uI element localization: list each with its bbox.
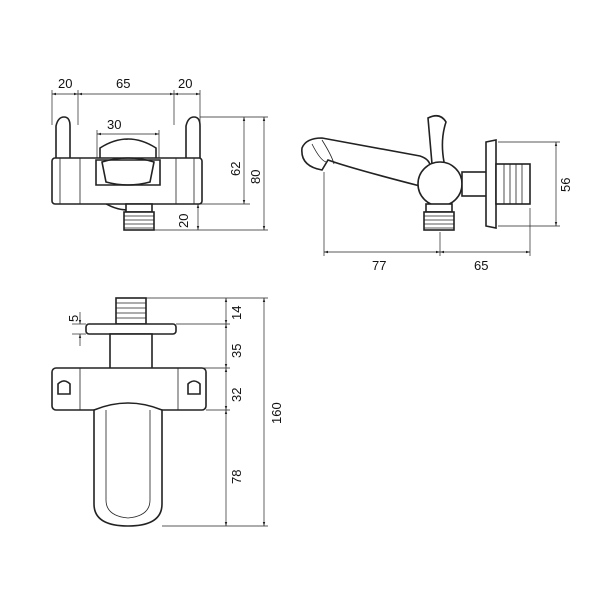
dim-total-length: 160 <box>269 402 284 424</box>
dim-center-width: 65 <box>116 76 130 91</box>
dim-spout: 78 <box>229 470 244 484</box>
right-lever <box>185 116 201 160</box>
outlet-thread <box>123 211 155 231</box>
lever-side <box>427 114 447 165</box>
spout-side <box>301 137 432 187</box>
top-spout <box>93 402 163 527</box>
dim-stem: 35 <box>229 344 244 358</box>
side-view: 77 65 56 <box>301 114 573 273</box>
side-outlet-thread <box>423 211 455 231</box>
top-flange <box>85 323 177 335</box>
dim-wall-distance: 65 <box>474 258 488 273</box>
top-right-lever <box>187 380 201 395</box>
dim-flange-height: 56 <box>558 178 573 192</box>
dim-inlet-width: 30 <box>107 117 121 132</box>
front-view: 20 65 20 30 62 80 20 <box>51 76 268 231</box>
spout-front <box>95 159 161 186</box>
top-view: 5 14 35 32 78 160 <box>51 297 284 527</box>
outlet-nut <box>125 203 153 213</box>
dim-right-width: 20 <box>178 76 192 91</box>
dim-thread: 14 <box>229 306 244 320</box>
wall-flange <box>485 139 497 229</box>
dim-left-width: 20 <box>58 76 72 91</box>
dim-body-height: 62 <box>228 162 243 176</box>
dim-flange-gap: 5 <box>66 315 81 322</box>
dim-body: 32 <box>229 388 244 402</box>
wall-thread <box>495 163 531 205</box>
dim-spout-length: 77 <box>372 258 386 273</box>
left-lever <box>55 116 71 160</box>
top-thread <box>115 297 147 325</box>
top-stem <box>109 333 153 371</box>
dim-bottom-offset: 20 <box>176 214 191 228</box>
dim-total-height: 80 <box>248 170 263 184</box>
body-side <box>417 161 463 207</box>
top-left-lever <box>57 380 71 395</box>
